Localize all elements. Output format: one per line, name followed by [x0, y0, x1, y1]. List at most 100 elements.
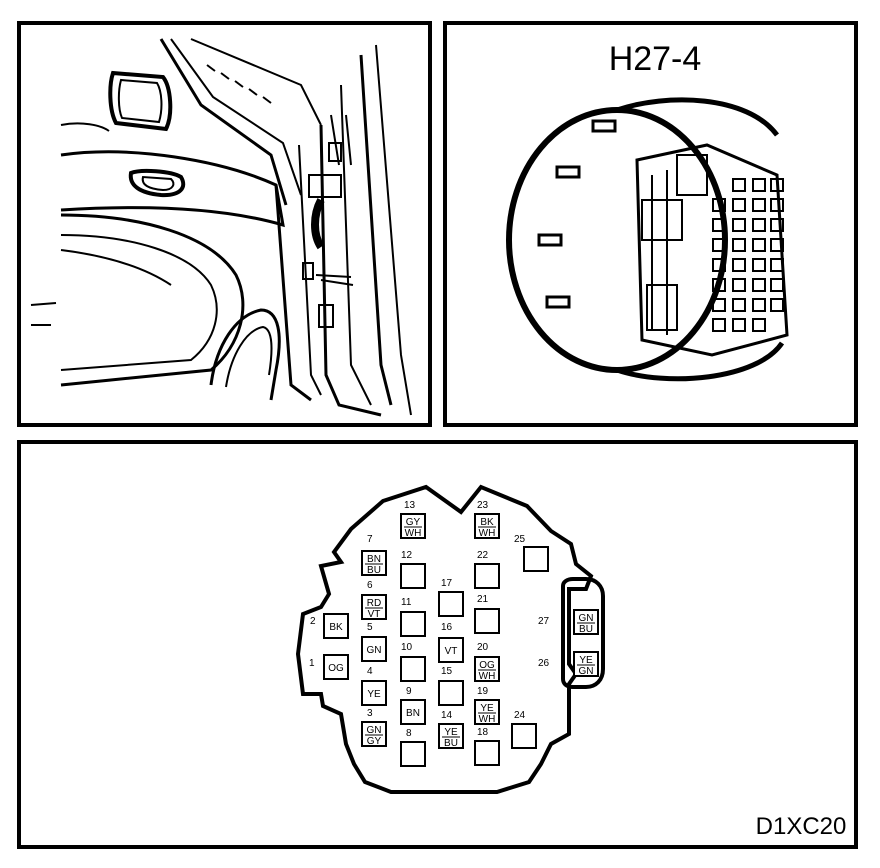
pin-cavity	[474, 608, 500, 634]
pin-cavity	[523, 546, 549, 572]
pin-number: 17	[441, 578, 453, 589]
wire-color-stripe: WH	[405, 528, 422, 539]
pin-number: 12	[401, 550, 413, 561]
pin-number: 25	[514, 534, 526, 545]
wire-color-stripe: VT	[368, 609, 381, 620]
pin-number: 26	[538, 658, 550, 669]
wire-color-stripe: WH	[479, 671, 496, 682]
cavity	[732, 278, 746, 292]
pin-cavity	[438, 637, 464, 663]
cavity	[732, 298, 746, 312]
wire-color: GN	[367, 645, 382, 656]
cavity	[770, 258, 784, 272]
pin-cavity	[474, 699, 500, 725]
cavity	[752, 318, 766, 332]
cavity	[752, 278, 766, 292]
connector-title: H27-4	[609, 40, 702, 78]
pin-cavity	[400, 656, 426, 682]
pin-11: 11	[400, 597, 426, 637]
cavity	[770, 218, 784, 232]
pin-cavity	[438, 680, 464, 706]
pin-number: 20	[477, 642, 489, 653]
pin-cavity	[438, 591, 464, 617]
pin-number: 8	[406, 728, 412, 739]
wire-color-primary: YE	[444, 727, 458, 738]
pin-12: 12	[400, 550, 426, 589]
aux-connector-outline	[561, 577, 605, 689]
pin-15: 15	[438, 666, 464, 706]
connector-view-panel: H27-4	[443, 21, 858, 427]
pin-number: 21	[477, 594, 489, 605]
cavity	[712, 238, 726, 252]
pin-cavity	[361, 550, 387, 576]
pin-cavity	[400, 563, 426, 589]
wire-color-stripe: GN	[579, 666, 594, 677]
wire-color-primary: GN	[367, 725, 382, 736]
pin-cavity	[511, 723, 537, 749]
pin-5: 5GN	[361, 622, 387, 662]
pin-cavity	[361, 594, 387, 620]
pin-9: 9BN	[400, 686, 426, 725]
cavity	[752, 258, 766, 272]
cavity	[712, 318, 726, 332]
pin-number: 18	[477, 727, 489, 738]
location-view-panel	[17, 21, 432, 427]
cavity	[752, 298, 766, 312]
wire-color: VT	[445, 646, 458, 657]
cavity	[752, 198, 766, 212]
pin-number: 4	[367, 666, 373, 677]
pin-cavity	[400, 513, 426, 539]
pin-number: 13	[404, 500, 416, 511]
cavity	[732, 238, 746, 252]
cavity	[752, 178, 766, 192]
pin-cavity	[573, 609, 599, 635]
cavity	[732, 198, 746, 212]
wire-color-primary: GY	[406, 517, 421, 528]
pin-cavity	[400, 741, 426, 767]
cavity	[712, 218, 726, 232]
pin-10: 10	[400, 642, 426, 682]
pin-number: 19	[477, 686, 489, 697]
pin-number: 9	[406, 686, 412, 697]
pin-number: 24	[514, 710, 526, 721]
pin-cavity	[474, 740, 500, 766]
pin-cavity	[573, 651, 599, 677]
wire-color-primary: GN	[579, 613, 594, 624]
pin-17: 17	[438, 578, 464, 617]
terminal-cavities	[712, 178, 784, 332]
pin-number: 3	[367, 708, 373, 719]
wire-color-stripe: WH	[479, 714, 496, 725]
pin-number: 5	[367, 622, 373, 633]
pin-cavity	[400, 699, 426, 725]
pin-number: 15	[441, 666, 453, 677]
figure-code: D1XC20	[756, 813, 847, 840]
pin-18: 18	[474, 727, 500, 766]
cavity	[770, 278, 784, 292]
pin-cavity	[323, 654, 349, 680]
pin-number: 1	[309, 658, 315, 669]
pin-8: 8	[400, 728, 426, 767]
wire-color: BK	[329, 622, 343, 633]
wire-color: BN	[406, 708, 420, 719]
cavity	[732, 218, 746, 232]
pin-number: 6	[367, 580, 373, 591]
pin-cavity	[361, 680, 387, 706]
wire-color-stripe: BU	[444, 738, 458, 749]
cavity	[712, 278, 726, 292]
connector-face-outline	[295, 484, 594, 794]
pin-cavity	[474, 563, 500, 589]
wire-color-stripe: WH	[479, 528, 496, 539]
pin-cavity	[361, 721, 387, 747]
